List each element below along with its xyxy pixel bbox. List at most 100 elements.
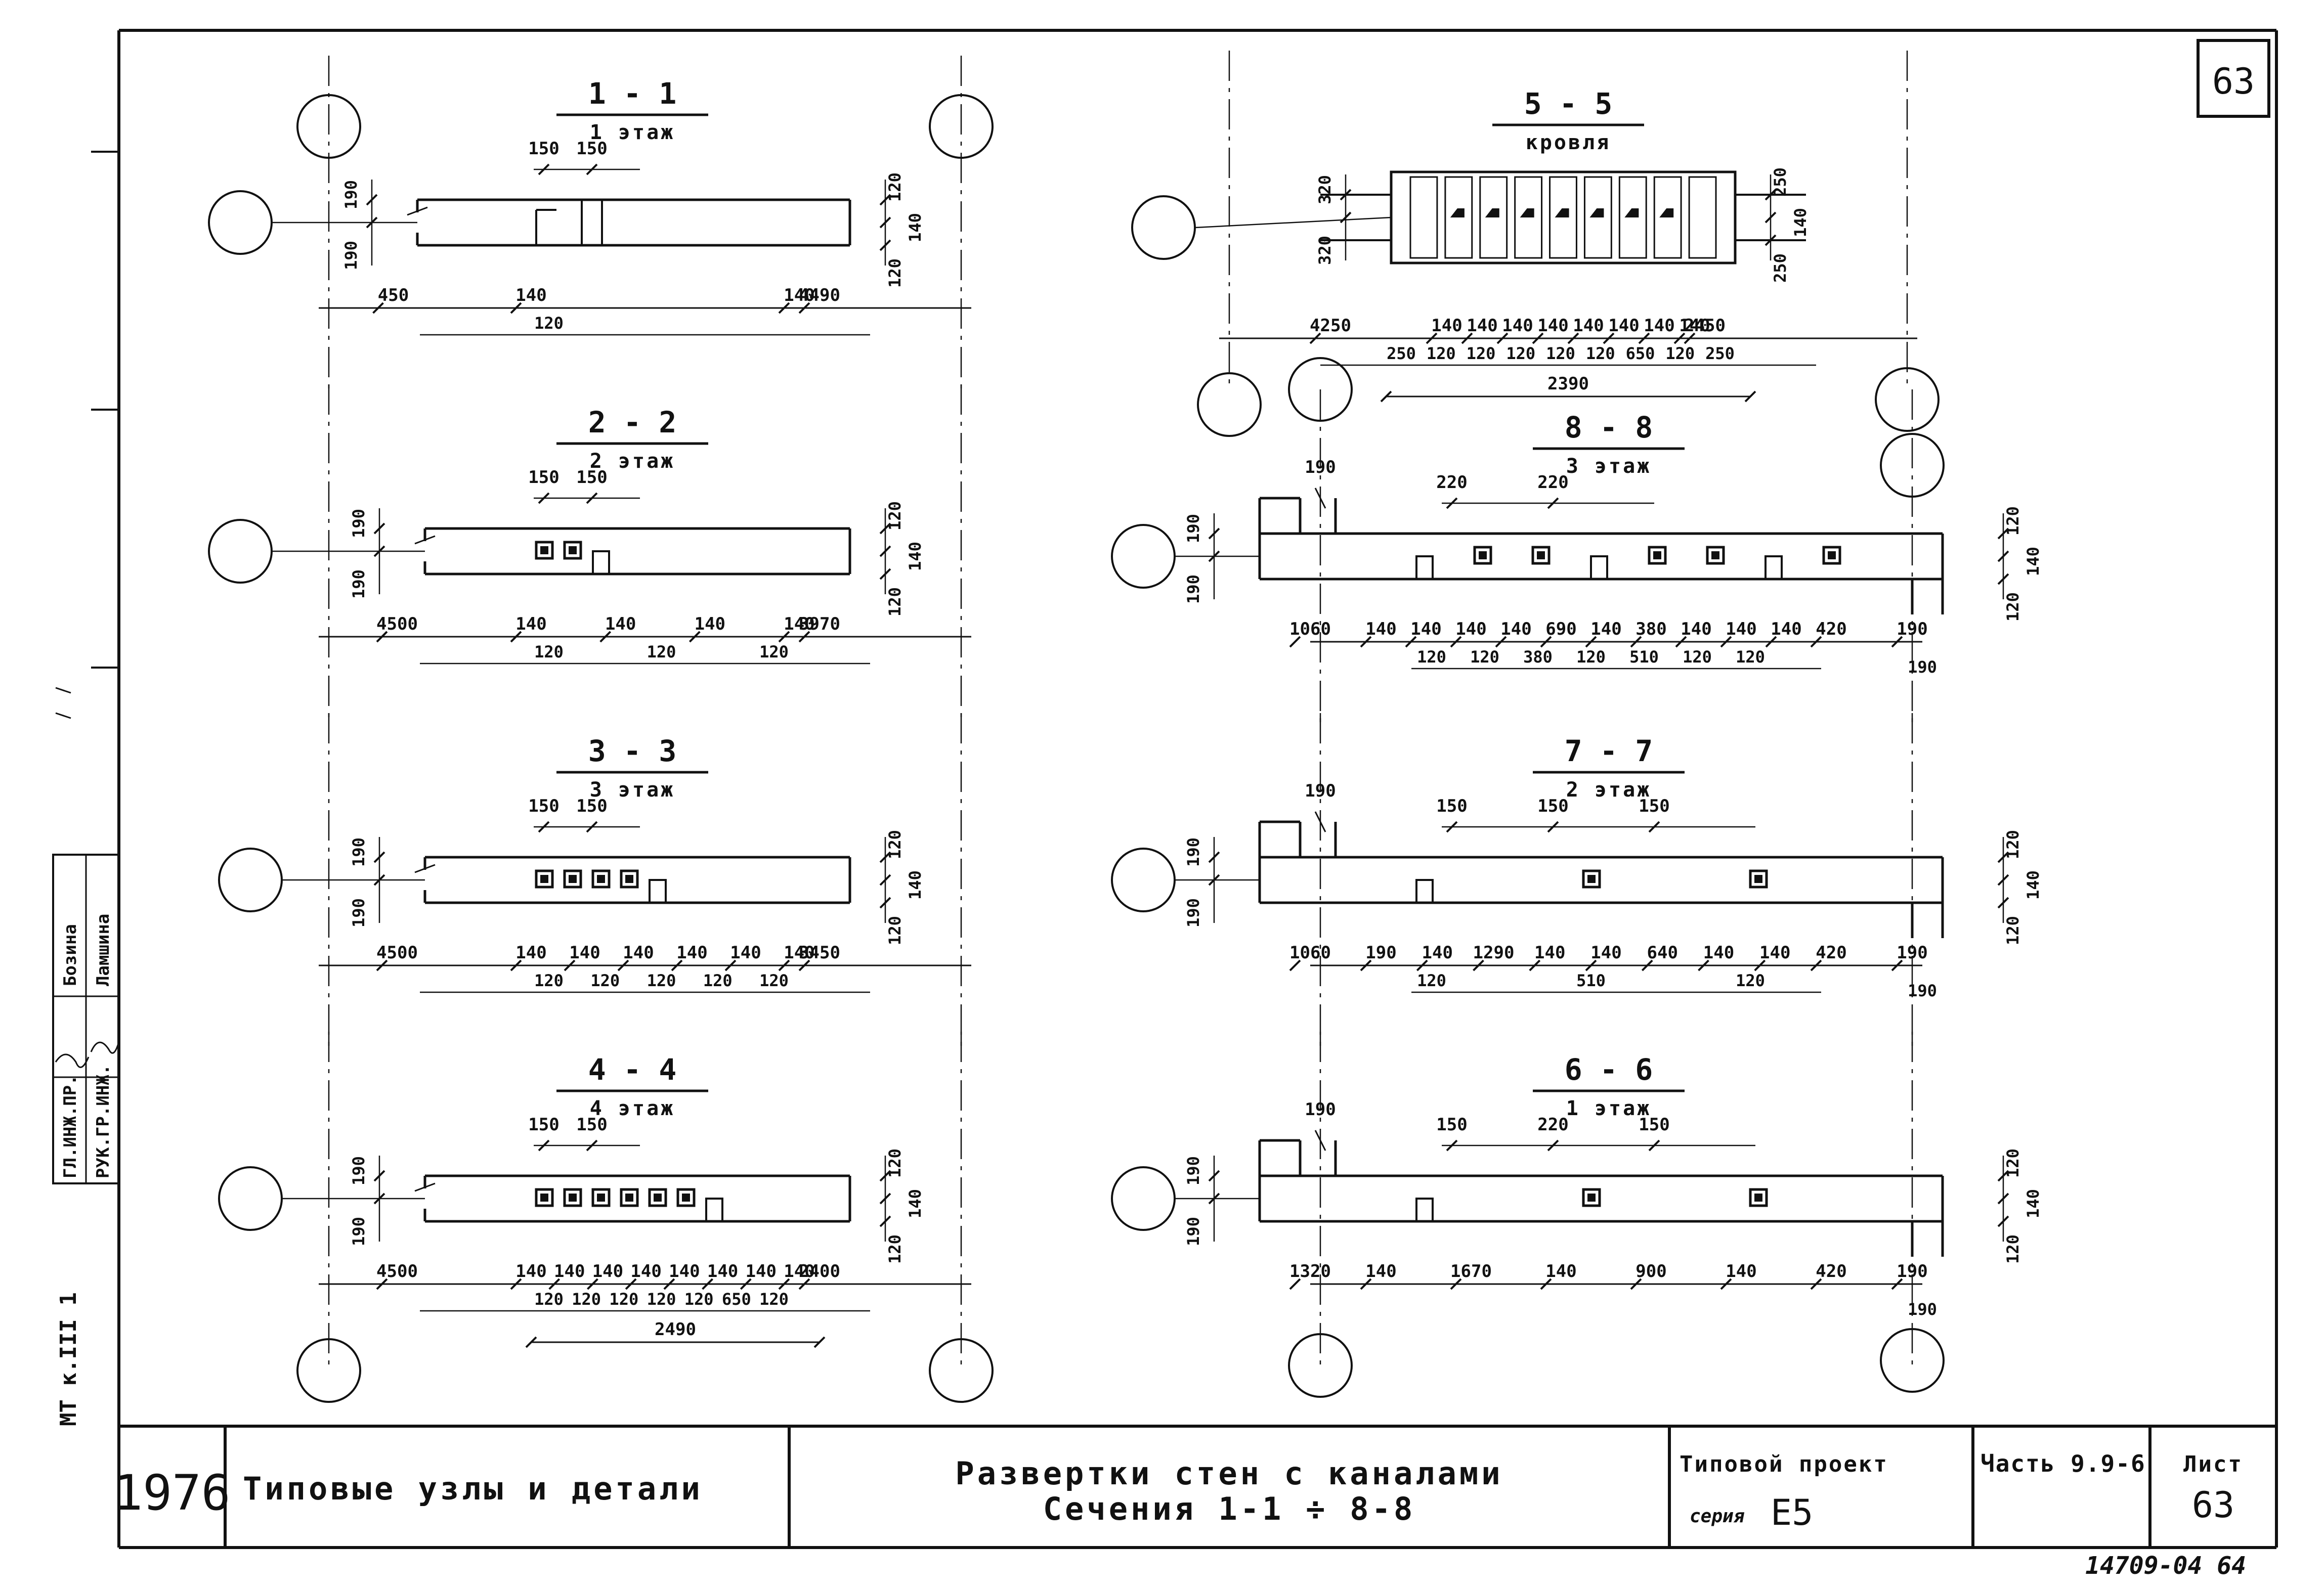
dim-left-vertical: 190	[349, 1217, 368, 1246]
dim-left-vertical: 190	[349, 837, 368, 867]
dim-top: 220	[1537, 472, 1568, 493]
section-title: 6 - 6	[1565, 1052, 1653, 1087]
channel-closed	[535, 1188, 554, 1207]
dimension-tick	[373, 851, 385, 863]
dim-bottom-sub: 120	[609, 1290, 638, 1309]
dim-bottom: 1670	[1450, 1261, 1492, 1282]
dim-bottom-sub: 250	[1705, 344, 1735, 363]
dim-bottom: 1060	[1289, 943, 1331, 963]
sheet-year: 1976	[113, 1465, 230, 1521]
channel-fill	[625, 875, 633, 883]
dim-top: 150	[528, 139, 559, 159]
dimension-tick	[1473, 959, 1484, 972]
dim-right-vertical: 120	[2003, 1234, 2022, 1264]
dim-bottom-sub: 120	[759, 971, 789, 990]
axis-bubble	[1875, 367, 1940, 432]
dimension-tick	[1405, 636, 1417, 648]
axis-bubble	[1288, 1333, 1353, 1398]
drawing-title-line1: Развертки стен с каналами	[955, 1455, 1503, 1492]
roof-channel	[1514, 176, 1543, 259]
axis-bubble	[1111, 1166, 1176, 1231]
channel-closed	[648, 1188, 667, 1207]
dimension-tick	[1360, 636, 1372, 648]
axis-bubble	[208, 190, 273, 255]
break-mark	[414, 864, 436, 873]
axis-leader	[1194, 216, 1392, 229]
channel-mark	[1624, 208, 1639, 217]
dimension-tick	[586, 1139, 598, 1152]
dim-total: 2390	[1547, 374, 1589, 394]
dim-bottom: 140	[1545, 1261, 1576, 1282]
channel-closed	[563, 541, 582, 560]
dimension-tick	[879, 216, 891, 229]
dimension-tick	[1997, 1170, 2009, 1182]
dim-bottom: 140	[784, 614, 814, 634]
roof-channel	[1688, 176, 1717, 259]
section-title: 3 - 3	[588, 734, 677, 768]
dimension-tick	[1208, 874, 1220, 886]
dim-bottom: 4500	[376, 1261, 418, 1282]
channel-mark	[1520, 208, 1534, 217]
roof-channel	[1479, 176, 1508, 259]
dim-bottom: 140	[1365, 1261, 1396, 1282]
channel-closed	[620, 869, 639, 889]
dimension-tick	[1309, 332, 1321, 344]
dimension-tick	[1630, 636, 1642, 648]
dim-bottom-sub: 120	[684, 1290, 714, 1309]
dim-bottom: 140	[554, 1261, 585, 1282]
dim-bottom: 4490	[799, 285, 840, 305]
dimension-tick	[778, 631, 790, 643]
dim-bottom: 420	[1816, 1261, 1846, 1282]
dim-left-vertical: 190	[349, 509, 368, 538]
side-name-1: Бозина	[60, 924, 80, 986]
dim-bottom-sub: 120	[590, 971, 620, 990]
dimension-tick	[778, 302, 790, 314]
dimension-tick	[1567, 332, 1579, 344]
dim-bottom-sub: 120	[1736, 971, 1765, 990]
channel-fill	[682, 1194, 690, 1202]
section-subtitle: 1 этаж	[1566, 1097, 1652, 1120]
dim-bottom-sub: 120	[759, 1290, 789, 1309]
dim-bottom: 140	[592, 1261, 623, 1282]
dim-bottom: 3450	[799, 943, 840, 963]
dim-bottom-sub: 650	[1626, 344, 1655, 363]
channel-closed	[1648, 546, 1667, 565]
dim-bottom: 140	[1590, 619, 1621, 639]
dimension-tick	[1360, 1278, 1372, 1290]
section-subtitle: 3 этаж	[590, 778, 675, 802]
dimension-tick	[1208, 527, 1220, 540]
channel-fill	[654, 1194, 662, 1202]
dim-bottom: 2400	[799, 1261, 840, 1282]
dimension-tick	[1540, 636, 1552, 648]
dim-bottom: 140	[569, 943, 600, 963]
sheet-number: 63	[2212, 61, 2255, 102]
dimension-tick	[1764, 211, 1777, 224]
dim-right-vertical: 140	[906, 870, 925, 900]
dimension-tick	[373, 522, 385, 535]
side-marking: МТ к.III 1	[56, 1292, 81, 1426]
dim-right-vertical: 140	[1791, 208, 1810, 237]
channel-mark	[1589, 208, 1604, 217]
dimension-tick	[599, 631, 612, 643]
dimension-tick	[510, 959, 522, 972]
channel-closed	[1822, 546, 1841, 565]
section-subtitle: 2 этаж	[1566, 778, 1652, 802]
dimension-tick	[1630, 1278, 1642, 1290]
dimension-tick	[1641, 959, 1653, 972]
dim-left-vertical: 190	[1184, 514, 1203, 543]
dim-bottom: 140	[1590, 943, 1621, 963]
channel-fill	[540, 546, 548, 554]
dimension-tick	[879, 874, 891, 886]
channel-closed	[1749, 869, 1768, 889]
dimension-tick	[1289, 1278, 1301, 1290]
dim-right-vertical: 140	[906, 542, 925, 571]
dim-bottom-sub: 120	[572, 1290, 601, 1309]
channel-closed	[1582, 869, 1601, 889]
break-mark	[414, 1182, 436, 1192]
dimension-tick	[798, 302, 810, 314]
side-name-2: Ламшина	[93, 914, 113, 986]
sheet-frame	[52, 29, 2278, 1549]
